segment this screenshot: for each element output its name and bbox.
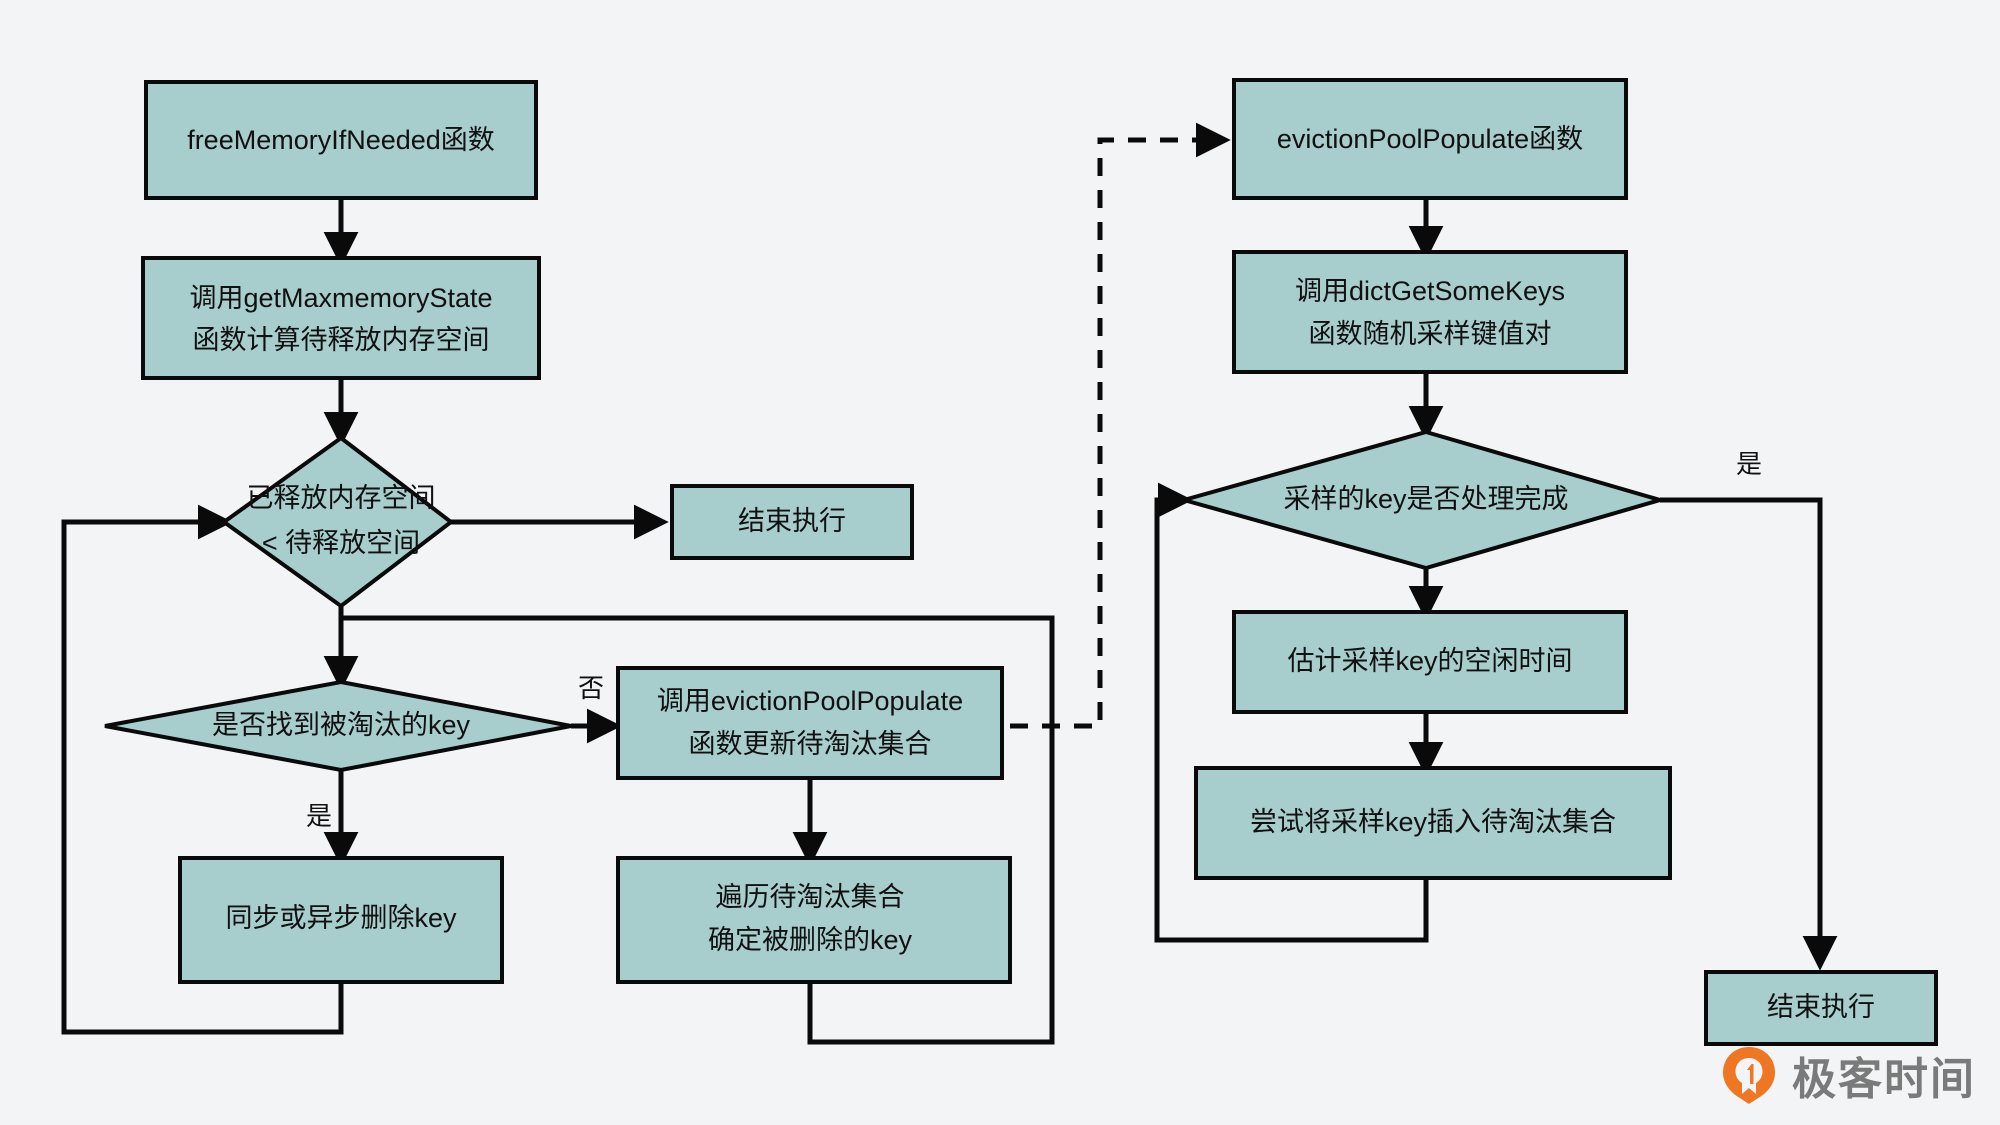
node-label: evictionPoolPopulate函数 (1277, 124, 1583, 154)
edge-label-yes-right: 是 (1736, 449, 1762, 479)
node-label: 同步或异步删除key (225, 903, 457, 933)
node-label: 采样的key是否处理完成 (1283, 484, 1568, 514)
edge-n7-loop-to-n3 (61, 504, 344, 1035)
node-estimate-idle-time[interactable]: 估计采样key的空闲时间 (1232, 610, 1628, 714)
node-end-execution-right[interactable]: 结束执行 (1704, 970, 1938, 1046)
node-label-line2: < 待释放空间 (262, 528, 420, 558)
node-free-memory-if-needed[interactable]: freeMemoryIfNeeded函数 (144, 80, 538, 200)
node-get-maxmemory-state[interactable]: 调用getMaxmemoryState 函数计算待释放内存空间 (141, 256, 541, 380)
node-label-line1: 调用evictionPoolPopulate (657, 686, 963, 716)
node-iterate-evict-set[interactable]: 遍历待淘汰集合 确定被删除的key (616, 856, 1012, 984)
node-label-line2: 确定被删除的key (708, 925, 913, 955)
node-insert-into-evict-pool[interactable]: 尝试将采样key插入待淘汰集合 (1194, 766, 1672, 880)
node-label: 尝试将采样key插入待淘汰集合 (1250, 807, 1616, 837)
node-label-line2: 函数更新待淘汰集合 (689, 729, 932, 759)
node-call-dict-get-some-keys[interactable]: 调用dictGetSomeKeys 函数随机采样键值对 (1232, 250, 1628, 374)
edge-m3-to-end (1660, 497, 1838, 971)
node-decision-found-evict-key[interactable]: 是否找到被淘汰的key (104, 679, 572, 773)
node-label-line1: 遍历待淘汰集合 (716, 882, 905, 912)
watermark: 极客时间 (1718, 1043, 1976, 1107)
node-label: 估计采样key的空闲时间 (1287, 646, 1572, 676)
node-decision-freed-memory[interactable]: 已释放内存空间 < 待释放空间 (220, 435, 455, 609)
node-label-line2: 函数随机采样键值对 (1309, 319, 1552, 349)
node-eviction-pool-populate-fn[interactable]: evictionPoolPopulate函数 (1232, 78, 1628, 200)
geekbang-logo-icon (1723, 1047, 1775, 1104)
node-label-line1: 调用getMaxmemoryState (189, 283, 492, 313)
node-call-eviction-pool-populate[interactable]: 调用evictionPoolPopulate 函数更新待淘汰集合 (616, 666, 1004, 780)
edge-dashed-n6-to-m1 (1010, 122, 1231, 729)
node-label: 结束执行 (1767, 992, 1875, 1022)
edge-label-yes: 是 (306, 801, 332, 831)
node-decision-sampled-keys-done[interactable]: 采样的key是否处理完成 (1176, 429, 1668, 571)
watermark-text: 极客时间 (1792, 1055, 1976, 1104)
node-label: 结束执行 (738, 506, 846, 536)
node-label-line1: 调用dictGetSomeKeys (1295, 276, 1565, 306)
node-delete-key-sync-async[interactable]: 同步或异步删除key (178, 856, 504, 984)
edge-n8-loop-to-n5 (341, 615, 1055, 1045)
node-label-line2: 函数计算待释放内存空间 (193, 325, 490, 355)
edge-label-no: 否 (578, 673, 604, 703)
node-label: freeMemoryIfNeeded函数 (187, 125, 495, 155)
node-end-execution-left[interactable]: 结束执行 (670, 484, 914, 560)
node-label: 是否找到被淘汰的key (212, 710, 471, 740)
node-label-line1: 已释放内存空间 (247, 483, 436, 513)
edge-m5-loop-to-m3 (1154, 482, 1429, 943)
